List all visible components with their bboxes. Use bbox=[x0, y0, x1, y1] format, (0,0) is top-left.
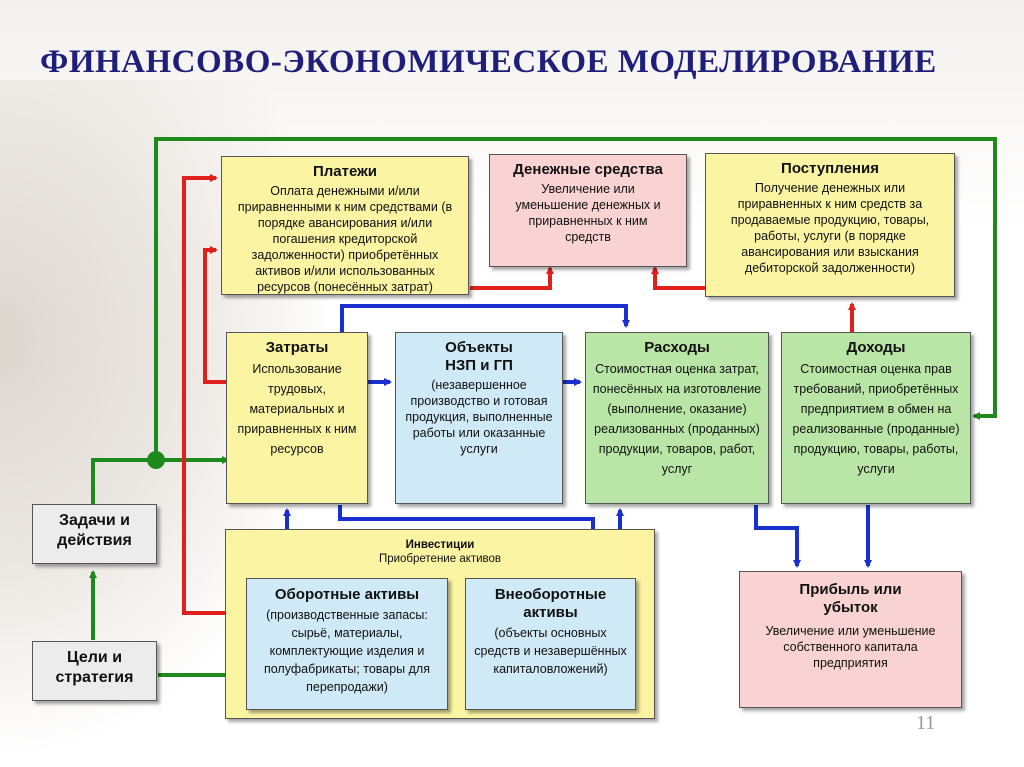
payments-title: Платежи bbox=[313, 163, 377, 180]
receipts-box: Поступления Получение денежных или прира… bbox=[705, 153, 955, 297]
receipts-title: Поступления bbox=[781, 160, 879, 177]
wip-objects-title: Объекты НЗП и ГП bbox=[445, 339, 513, 374]
current-assets-text: (производственные запасы: сырьё, материа… bbox=[263, 608, 430, 694]
investments-text: Приобретение активов bbox=[378, 553, 502, 565]
expenses-text: Стоимостная оценка затрат, понесённых на… bbox=[592, 362, 762, 476]
profit-loss-text: Увеличение или уменьшение собственного к… bbox=[765, 624, 936, 670]
goals-strategy-box: Цели и стратегия bbox=[32, 641, 157, 701]
expenses-box: Расходы Стоимостная оценка затрат, понес… bbox=[585, 332, 769, 504]
profit-loss-title: Прибыль или убыток bbox=[799, 581, 902, 616]
investments-title: Инвестиции bbox=[405, 539, 475, 551]
costs-box: Затраты Использование трудовых, материал… bbox=[226, 332, 368, 504]
cash-title: Денежные средства bbox=[513, 161, 663, 178]
goals-strategy-title: Цели и стратегия bbox=[55, 649, 134, 686]
red-flow-lines bbox=[182, 174, 856, 615]
receipts-text: Получение денежных или приравненных к ни… bbox=[730, 181, 930, 275]
profit-loss-box: Прибыль или убыток Увеличение или уменьш… bbox=[739, 571, 962, 708]
payments-text: Оплата денежными и/или приравненными к н… bbox=[237, 184, 453, 294]
expenses-title: Расходы bbox=[644, 339, 710, 356]
cash-text: Увеличение или уменьшение денежных и при… bbox=[515, 182, 661, 244]
tasks-actions-box: Задачи и действия bbox=[32, 504, 157, 564]
page-title: ФИНАНСОВО-ЭКОНОМИЧЕСКОЕ МОДЕЛИРОВАНИЕ bbox=[40, 44, 937, 80]
current-assets-title: Оборотные активы bbox=[274, 586, 420, 603]
income-title: Доходы bbox=[846, 339, 906, 356]
tasks-actions-title: Задачи и действия bbox=[57, 512, 132, 549]
costs-title: Затраты bbox=[265, 339, 329, 356]
page-number: 11 bbox=[916, 712, 936, 734]
wip-objects-text: (незавершенное производство и готовая пр… bbox=[405, 378, 553, 456]
wip-objects-box: Объекты НЗП и ГП (незавершенное производ… bbox=[395, 332, 563, 504]
noncurrent-assets-box: Внеоборотные активы (объекты основных ср… bbox=[465, 578, 636, 710]
income-box: Доходы Стоимостная оценка прав требовани… bbox=[781, 332, 971, 504]
junction-dot bbox=[147, 451, 165, 469]
noncurrent-assets-title: Внеоборотные активы bbox=[494, 586, 607, 621]
costs-text: Использование трудовых, материальных и п… bbox=[237, 362, 357, 456]
income-text: Стоимостная оценка прав требований, прио… bbox=[792, 362, 960, 476]
cash-box: Денежные средства Увеличение или уменьше… bbox=[489, 154, 687, 267]
payments-box: Платежи Оплата денежными и/или приравнен… bbox=[221, 156, 469, 295]
noncurrent-assets-text: (объекты основных средств и незавершённы… bbox=[474, 626, 627, 676]
current-assets-box: Оборотные активы (производственные запас… bbox=[246, 578, 448, 710]
